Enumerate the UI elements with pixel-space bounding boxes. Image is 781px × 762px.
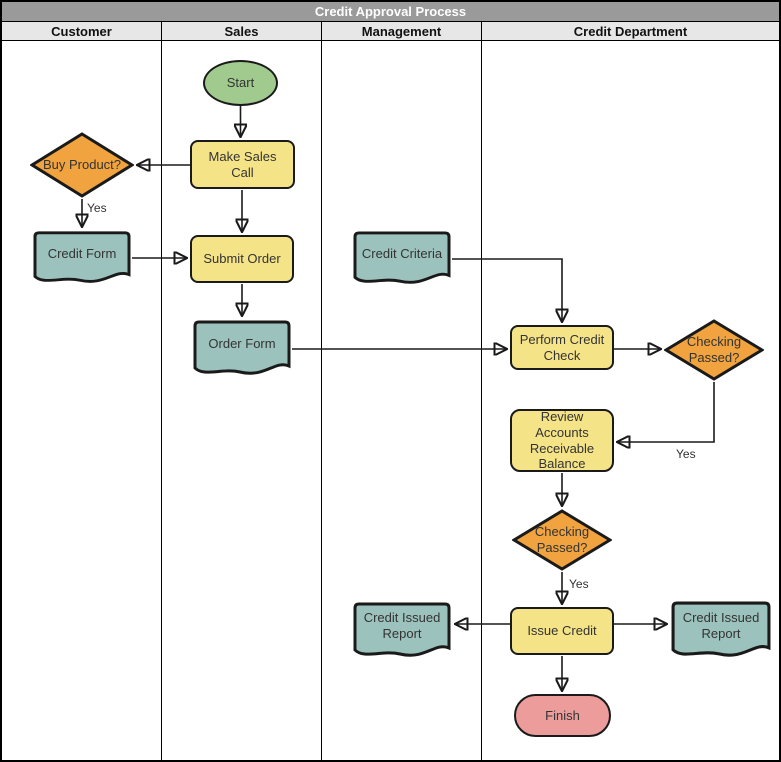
- pool-title-text: Credit Approval Process: [314, 4, 467, 19]
- node-checking-passed-1-decision[interactable]: Checking Passed?: [664, 319, 764, 381]
- lane-header-label: Management: [361, 23, 442, 39]
- lane-header-label: Credit Department: [573, 23, 688, 39]
- node-credit-form-document[interactable]: Credit Form: [32, 230, 132, 285]
- node-issue-credit[interactable]: Issue Credit: [510, 607, 614, 655]
- edge-label-yes: Yes: [569, 577, 589, 591]
- node-label: Make Sales Call: [208, 148, 277, 180]
- node-label: Order Form: [208, 336, 276, 352]
- lane-header-label: Sales: [224, 23, 259, 39]
- edge-label-yes: Yes: [676, 447, 696, 461]
- node-label: Submit Order: [203, 251, 281, 267]
- document-shape: [353, 231, 451, 284]
- document-shape: [353, 602, 451, 657]
- node-label: Credit Criteria: [361, 246, 443, 262]
- lane-header-customer[interactable]: Customer: [2, 22, 162, 40]
- node-label: Credit Form: [47, 245, 117, 261]
- node-label: Checking Passed?: [686, 334, 742, 365]
- node-credit-issued-report-left-document[interactable]: Credit Issued Report: [352, 601, 452, 659]
- node-label: Buy Product?: [42, 157, 122, 173]
- edge-checking-passed-1-to-review-accounts: [618, 382, 715, 442]
- node-credit-issued-report-right-document[interactable]: Credit Issued Report: [670, 600, 772, 659]
- pool-title: Credit Approval Process: [2, 2, 779, 22]
- document-shape: [671, 601, 771, 657]
- document-shape: [33, 231, 131, 283]
- node-label: Credit Issued Report: [682, 609, 760, 641]
- lane-header-row: Customer Sales Management Credit Departm…: [2, 22, 779, 41]
- lane-divider: [320, 22, 322, 760]
- node-order-form-document[interactable]: Order Form: [192, 319, 292, 377]
- lane-divider: [480, 22, 482, 760]
- node-make-sales-call[interactable]: Make Sales Call: [190, 140, 295, 189]
- diamond-shape: [30, 132, 134, 198]
- lane-header-credit-department[interactable]: Credit Department: [482, 22, 779, 40]
- node-review-accounts-receivable-balance[interactable]: Review Accounts Receivable Balance: [510, 409, 614, 472]
- node-start[interactable]: Start: [203, 60, 278, 106]
- node-finish[interactable]: Finish: [514, 694, 611, 737]
- node-checking-passed-2-decision[interactable]: Checking Passed?: [512, 509, 612, 571]
- node-label: Finish: [545, 707, 580, 723]
- edge-label-yes: Yes: [87, 201, 107, 215]
- document-shape: [193, 320, 291, 375]
- diamond-shape: [512, 509, 612, 571]
- lane-divider: [160, 22, 162, 760]
- node-label: Issue Credit: [527, 623, 597, 639]
- node-label: Perform Credit Check: [519, 331, 605, 363]
- node-perform-credit-check[interactable]: Perform Credit Check: [510, 325, 614, 370]
- edge-credit-criteria-to-perform-credit-check: [452, 258, 562, 321]
- node-submit-order[interactable]: Submit Order: [190, 235, 294, 283]
- lane-header-sales[interactable]: Sales: [162, 22, 322, 40]
- node-label: Review Accounts Receivable Balance: [529, 408, 595, 472]
- node-label: Credit Issued Report: [363, 610, 441, 641]
- node-label: Start: [226, 75, 255, 91]
- lane-header-label: Customer: [51, 23, 112, 39]
- diamond-shape: [664, 319, 764, 381]
- lane-header-management[interactable]: Management: [322, 22, 482, 40]
- node-label: Checking Passed?: [534, 524, 590, 555]
- node-buy-product-decision[interactable]: Buy Product?: [30, 132, 134, 198]
- node-credit-criteria-document[interactable]: Credit Criteria: [352, 230, 452, 286]
